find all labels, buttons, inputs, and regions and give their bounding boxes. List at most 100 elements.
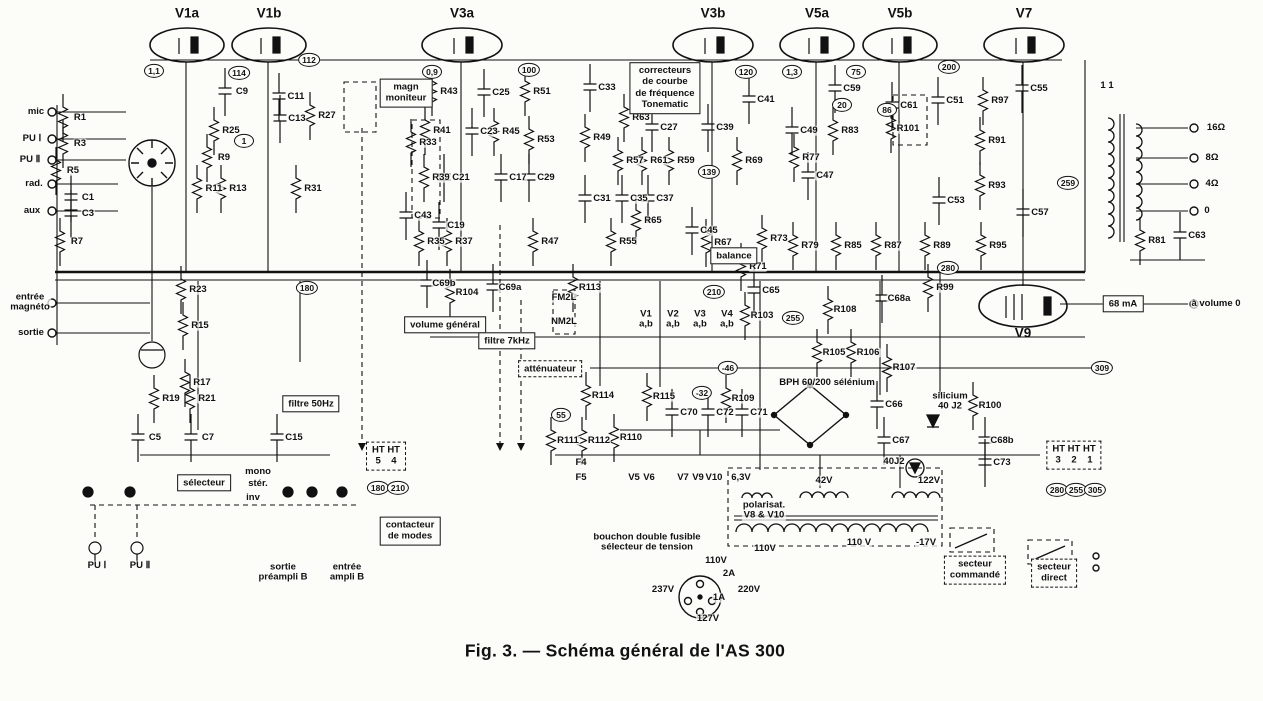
resistor-symbol <box>413 217 425 267</box>
component-label: R51 <box>532 85 552 98</box>
value-circle: 1,3 <box>782 64 802 80</box>
component-label: V2 a,b <box>665 308 681 331</box>
component-label: R43 <box>439 85 459 98</box>
component-label: NM2L <box>550 315 578 328</box>
component-label: R106 <box>855 346 881 359</box>
component-label: C70 <box>679 406 699 419</box>
component-label: C71 <box>749 406 769 419</box>
value-circle: 280 <box>936 260 960 276</box>
component-label: R59 <box>676 154 696 167</box>
component-label: entrée magnéto <box>9 291 51 314</box>
component-label: C13 <box>287 112 307 125</box>
tube-label: V5b <box>887 5 913 21</box>
annotation-box: volume général <box>404 316 486 334</box>
annotation-box: contacteur de modes <box>379 516 441 546</box>
component-label: R89 <box>932 239 952 252</box>
component-label: R111 <box>556 434 580 447</box>
resistor-symbol <box>148 374 160 424</box>
component-label: R1 <box>72 111 88 124</box>
capacitor-symbol <box>930 76 946 126</box>
component-label: R55 <box>618 235 638 248</box>
component-label: R67 <box>713 236 733 249</box>
tube-label: V3a <box>449 5 475 21</box>
annotation-box: correcteurs de courbe de fréquence Tonem… <box>629 62 701 114</box>
value-circle: 180 <box>295 280 319 296</box>
resistor-symbol <box>208 106 220 156</box>
resistor-symbol <box>444 268 456 318</box>
value-circle: 210 <box>386 480 410 496</box>
component-label: R61 <box>649 154 669 167</box>
annotation-box: HT HT 5 4 <box>366 441 406 471</box>
component-label: R91 <box>987 134 1007 147</box>
component-label: PU Ⅰ <box>21 132 43 145</box>
resistor-symbol <box>418 153 430 203</box>
jack-symbols <box>82 341 348 564</box>
resistor-symbol <box>177 301 189 351</box>
resistor-symbol <box>974 161 986 211</box>
component-label: C57 <box>1030 206 1050 219</box>
component-label: C25 <box>491 86 511 99</box>
component-label: R69 <box>744 154 764 167</box>
component-label: C66 <box>884 398 904 411</box>
component-label: R17 <box>192 376 212 389</box>
annotation-box: secteur commandé <box>943 555 1007 585</box>
resistor-symbol <box>405 118 417 168</box>
component-label: FM2L <box>550 291 578 304</box>
component-label: C33 <box>597 81 617 94</box>
component-label: R11 <box>204 182 224 195</box>
component-label: C65 <box>761 284 781 297</box>
component-label: bouchon double fusible sélecteur de tens… <box>592 531 702 554</box>
component-label: R47 <box>540 235 560 248</box>
component-label: 1A <box>711 591 727 604</box>
component-label: C21 <box>451 171 471 184</box>
value-circle: 0,9 <box>422 64 442 80</box>
value-circle: 259 <box>1056 175 1080 191</box>
component-label: C37 <box>655 192 675 205</box>
silicon-diode <box>905 414 941 478</box>
resistor-symbol <box>618 93 630 143</box>
component-label: R57 <box>625 154 645 167</box>
component-label: 2A <box>721 567 737 580</box>
component-label: mic <box>26 105 46 118</box>
component-label: R104 <box>454 286 480 299</box>
component-label: R77 <box>801 151 821 164</box>
component-label: R9 <box>216 151 232 164</box>
resistor-symbol <box>975 221 987 271</box>
value-circle: 20 <box>832 97 852 113</box>
component-label: C5 <box>147 431 163 444</box>
mains-transformer-coils <box>735 491 941 533</box>
capacitor-symbol <box>582 63 598 113</box>
component-label: R101 <box>895 122 921 135</box>
component-label: R108 <box>832 303 858 316</box>
component-label: C53 <box>946 194 966 207</box>
resistor-symbol <box>290 164 302 214</box>
resistor-symbol <box>304 91 316 141</box>
component-label: R113 <box>577 281 603 294</box>
tube-label: V1b <box>256 5 282 21</box>
resistor-symbol <box>919 221 931 271</box>
component-label: R7 <box>69 235 85 248</box>
component-label: R85 <box>843 239 863 252</box>
component-label: C45 <box>699 224 719 237</box>
component-label: inv <box>245 491 261 504</box>
component-label: R13 <box>228 182 248 195</box>
resistor-symbol <box>731 136 743 186</box>
component-label: V6 <box>642 471 656 484</box>
component-label: C47 <box>815 169 835 182</box>
component-label: C61 <box>899 99 919 112</box>
component-label: polarisat. V8 & V10 <box>741 499 787 522</box>
component-label: C67 <box>891 434 911 447</box>
component-label: R97 <box>990 94 1010 107</box>
value-circle: 120 <box>734 64 758 80</box>
capacitor-symbol <box>1015 188 1031 238</box>
component-label: C43 <box>413 209 433 222</box>
component-label: 1 1 <box>1099 79 1115 92</box>
component-label: sortie préampli B <box>257 561 309 584</box>
component-label: F4 <box>574 456 588 469</box>
component-label: 110V <box>704 554 728 567</box>
tube-label: V3b <box>700 5 726 21</box>
component-label: R37 <box>454 235 474 248</box>
component-label: R100 <box>977 399 1003 412</box>
annotation-box: sélecteur <box>177 474 231 492</box>
component-label: V10 <box>704 471 724 484</box>
